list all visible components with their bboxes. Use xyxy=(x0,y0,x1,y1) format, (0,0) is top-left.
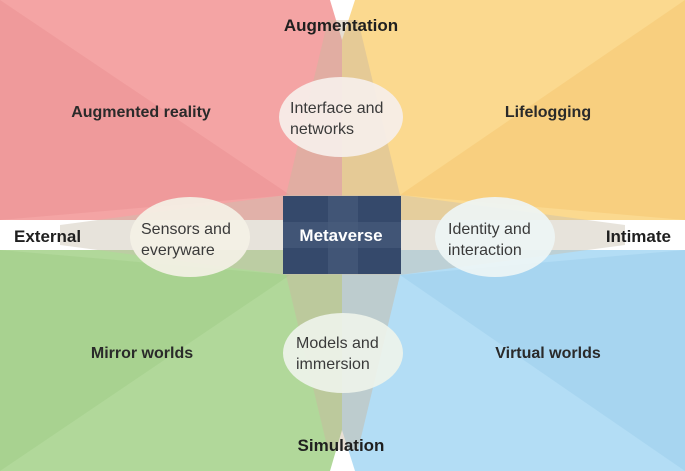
axis-label-external: External xyxy=(14,227,81,246)
label-virtual-worlds: Virtual worlds xyxy=(495,345,601,362)
oval-top-line1: Interface and xyxy=(290,100,383,117)
axis-gap-top xyxy=(330,0,355,40)
metaverse-cross-h xyxy=(283,222,401,248)
shade-bl xyxy=(0,250,290,471)
axis-label-augmentation: Augmentation xyxy=(284,16,398,35)
label-augmented-reality: Augmented reality xyxy=(71,104,211,121)
oval-right xyxy=(435,197,555,277)
axis-gap-bottom xyxy=(330,430,355,471)
label-mirror-worlds: Mirror worlds xyxy=(91,345,193,362)
oval-top-line2: networks xyxy=(290,121,354,138)
oval-right-line2: interaction xyxy=(448,242,522,259)
shade-tl xyxy=(0,0,290,220)
oval-right-line1: Identity and xyxy=(448,221,531,238)
oval-bottom-line2: immersion xyxy=(296,356,370,373)
oval-left xyxy=(130,197,250,277)
axis-label-simulation: Simulation xyxy=(298,436,385,455)
shade-tr xyxy=(400,0,685,220)
oval-left-line2: everyware xyxy=(141,242,215,259)
oval-bottom-line1: Models and xyxy=(296,335,379,352)
oval-left-line1: Sensors and xyxy=(141,221,231,238)
axis-label-intimate: Intimate xyxy=(606,227,671,246)
shade-br xyxy=(400,250,685,471)
label-lifelogging: Lifelogging xyxy=(505,104,591,121)
metaverse-label: Metaverse xyxy=(299,226,382,245)
oval-top xyxy=(279,77,403,157)
oval-bottom xyxy=(283,313,403,393)
